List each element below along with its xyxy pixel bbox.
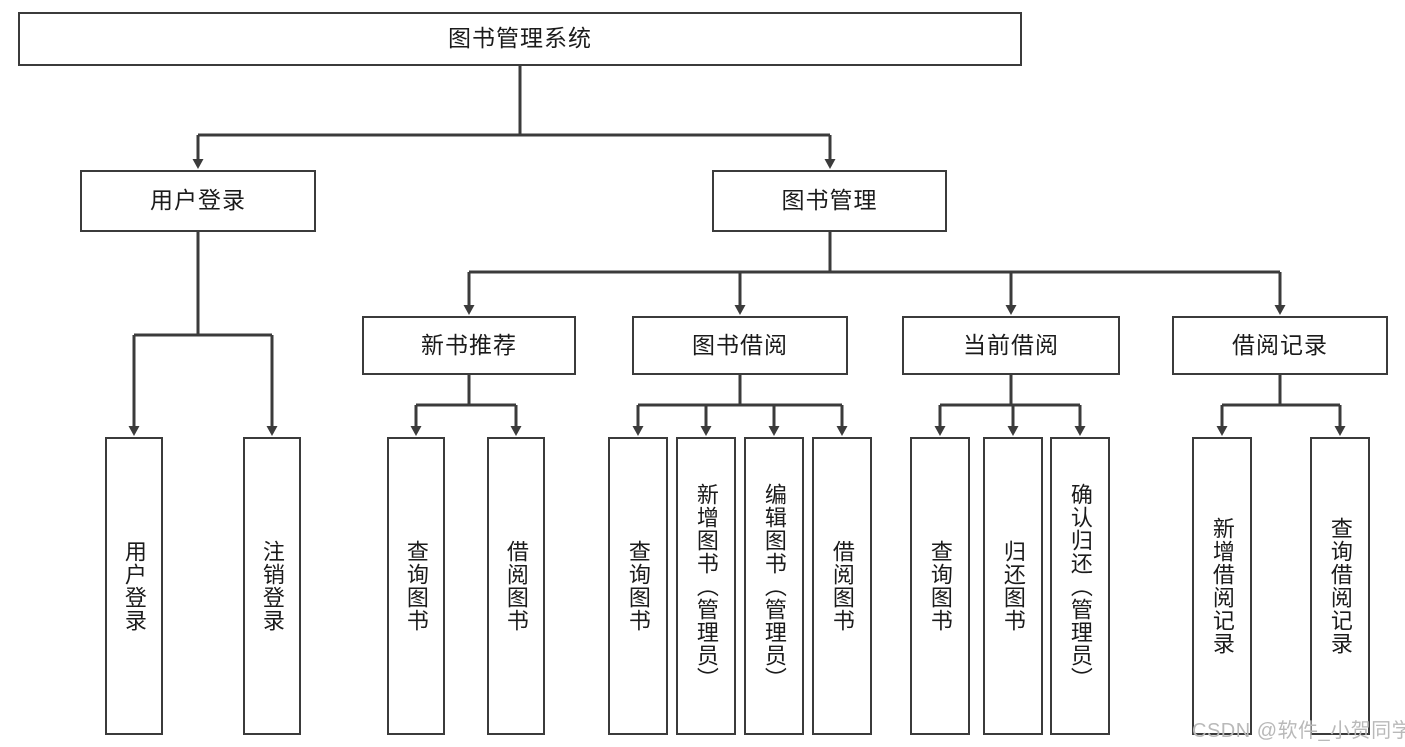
leaf-logout[interactable]: 注销登录	[243, 437, 301, 735]
leaf-borrow-book-label: 借阅图书	[829, 540, 855, 632]
leaf-query-borrow-record-label: 查询借阅记录	[1327, 517, 1353, 655]
leaf-query-book-current-label: 查询图书	[927, 540, 953, 632]
leaf-query-book-borrow-label: 查询图书	[625, 540, 651, 632]
node-current-borrow-label: 当前借阅	[963, 331, 1059, 358]
node-root-label: 图书管理系统	[448, 25, 592, 52]
node-user-login[interactable]: 用户登录	[80, 170, 316, 232]
node-borrow-record-label: 借阅记录	[1232, 331, 1328, 358]
leaf-borrow-book-recommend[interactable]: 借阅图书	[487, 437, 545, 735]
leaf-borrow-book[interactable]: 借阅图书	[812, 437, 872, 735]
leaf-edit-book-admin[interactable]: 编辑图书（管理员）	[744, 437, 804, 735]
node-current-borrow[interactable]: 当前借阅	[902, 316, 1120, 375]
leaf-query-book-recommend[interactable]: 查询图书	[387, 437, 445, 735]
node-book-management-label: 图书管理	[781, 187, 878, 214]
leaf-query-book-borrow[interactable]: 查询图书	[608, 437, 668, 735]
watermark: CSDN @软件_小贺同学	[1192, 720, 1405, 742]
leaf-confirm-return-admin-label: 确认归还（管理员）	[1067, 482, 1093, 690]
leaf-borrow-book-recommend-label: 借阅图书	[503, 540, 529, 632]
leaf-query-book-recommend-label: 查询图书	[403, 540, 429, 632]
leaf-query-borrow-record[interactable]: 查询借阅记录	[1310, 437, 1370, 735]
node-user-login-label: 用户登录	[150, 187, 246, 214]
leaf-add-borrow-record-label: 新增借阅记录	[1209, 517, 1235, 655]
node-book-borrow[interactable]: 图书借阅	[632, 316, 848, 375]
leaf-add-book-admin[interactable]: 新增图书（管理员）	[676, 437, 736, 735]
node-new-book-recommend[interactable]: 新书推荐	[362, 316, 576, 375]
node-new-book-recommend-label: 新书推荐	[421, 331, 517, 358]
node-root[interactable]: 图书管理系统	[18, 12, 1022, 66]
leaf-query-book-current[interactable]: 查询图书	[910, 437, 970, 735]
leaf-add-book-admin-label: 新增图书（管理员）	[693, 482, 719, 690]
node-borrow-record[interactable]: 借阅记录	[1172, 316, 1388, 375]
leaf-edit-book-admin-label: 编辑图书（管理员）	[761, 482, 787, 690]
node-book-management[interactable]: 图书管理	[712, 170, 947, 232]
leaf-logout-label: 注销登录	[259, 540, 285, 632]
node-book-borrow-label: 图书借阅	[692, 331, 788, 358]
leaf-user-login-label: 用户登录	[121, 540, 147, 632]
leaf-return-book-label: 归还图书	[1000, 540, 1026, 632]
leaf-confirm-return-admin[interactable]: 确认归还（管理员）	[1050, 437, 1110, 735]
leaf-user-login[interactable]: 用户登录	[105, 437, 163, 735]
leaf-add-borrow-record[interactable]: 新增借阅记录	[1192, 437, 1252, 735]
leaf-return-book[interactable]: 归还图书	[983, 437, 1043, 735]
